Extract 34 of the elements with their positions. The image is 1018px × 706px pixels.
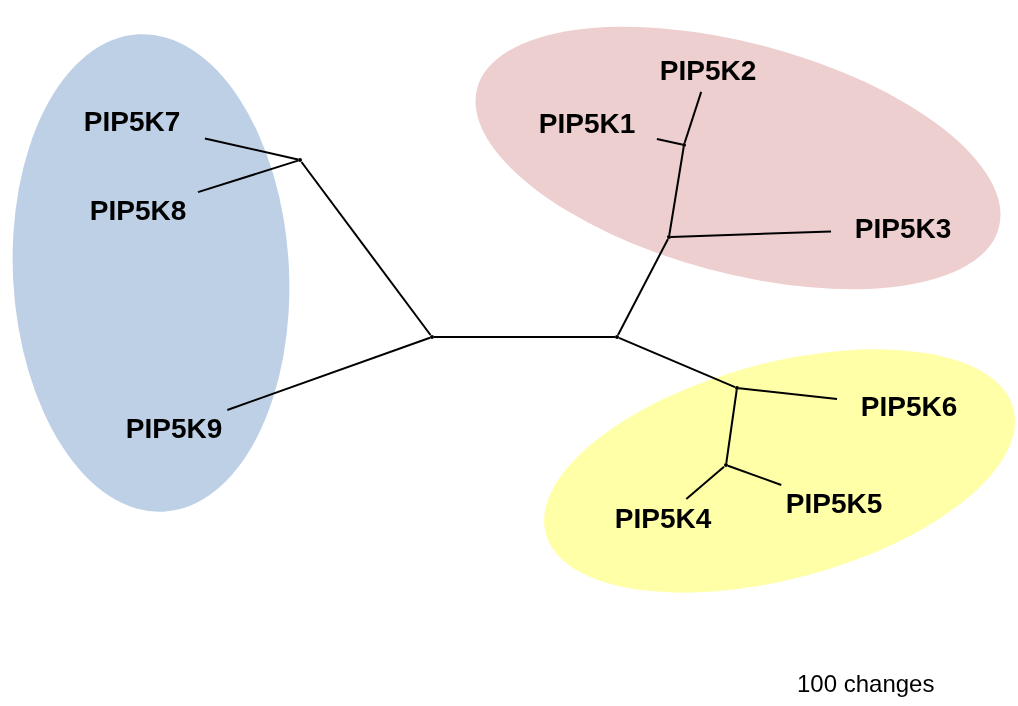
scale-label: 100 changes [797,670,935,698]
taxon-label: PIP5K4 [594,501,732,537]
branch-point [735,386,739,390]
tree-branch [725,389,738,464]
tree-branch [617,238,669,336]
tree-branch [668,146,685,236]
tree-branch [655,138,683,146]
tree-branch [226,336,431,411]
branch-point [298,158,302,162]
taxon-label: PIP5K6 [840,389,978,425]
branch-point [615,335,619,339]
branch-point [667,235,671,239]
taxon-label: PIP5K1 [520,106,654,142]
taxon-label: PIP5K7 [62,104,202,140]
tree-branch [727,464,783,486]
tree-branch [300,161,432,336]
branch-point [682,143,686,147]
branch-point [430,335,434,339]
tree-branch [433,336,616,338]
taxon-label: PIP5K2 [640,53,776,89]
taxon-label: PIP5K5 [766,486,902,522]
branch-point [724,463,728,467]
tree-branch [685,465,725,500]
tree-branch [203,137,299,161]
clade-ellipse [475,26,1001,290]
taxon-label: PIP5K3 [834,211,972,247]
taxon-label: PIP5K8 [68,193,208,229]
tree-branch [670,230,832,238]
taxon-label: PIP5K9 [104,411,244,447]
clade-ellipse [12,33,290,513]
tree-branch [197,159,299,194]
tree-branch [683,90,703,144]
tree-branch [618,336,736,389]
tree-branch [738,387,838,400]
